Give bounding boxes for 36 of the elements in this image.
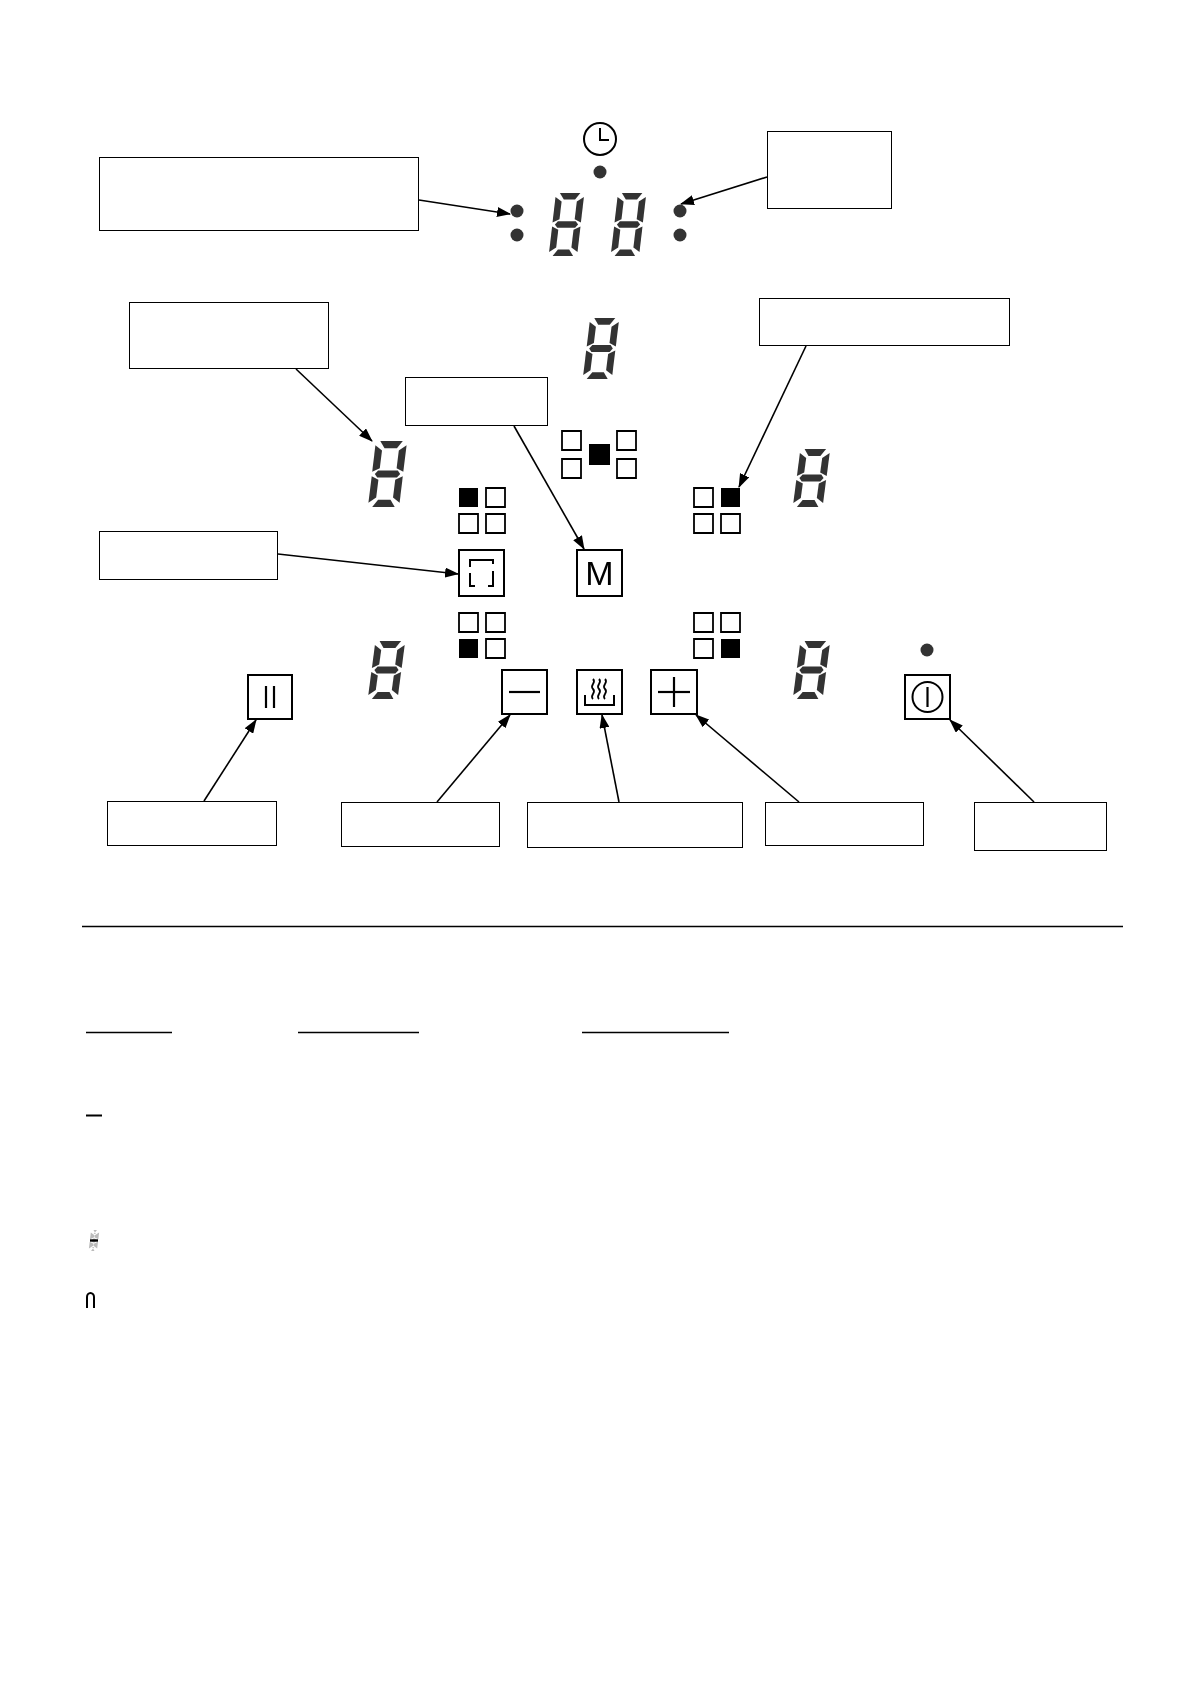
plus-button [650,669,698,715]
digit-display [365,441,410,507]
callout-box [107,801,277,846]
arrow [203,719,257,802]
arrow [680,176,768,205]
arrow [513,425,585,550]
pause-button [247,674,293,720]
arrow [695,714,800,803]
zone-indicator [458,487,507,534]
callout-box [527,802,743,848]
callout-box [405,377,548,426]
keep-warm-button [576,669,623,715]
arrow [418,199,511,217]
arrow [295,368,373,442]
power-button [904,674,951,720]
zone-indicator [458,612,507,659]
callout-box [99,531,278,580]
callout-box [99,157,419,231]
callout-box [974,802,1107,851]
arrow [949,719,1035,803]
mode-button: M [576,549,623,597]
minus-button [501,669,548,715]
arrow [277,553,459,578]
colon-dots [510,204,524,242]
arrow [599,714,620,803]
colon-dots [673,204,687,242]
callout-box [341,802,500,847]
callout-box [129,302,329,369]
arrow [738,345,807,488]
callout-box [765,802,924,846]
zone-indicator [693,487,742,534]
arrow [436,714,511,803]
callout-box [759,298,1010,346]
callout-box [767,131,892,209]
zone-indicator [693,612,742,659]
zone-button [458,549,505,597]
